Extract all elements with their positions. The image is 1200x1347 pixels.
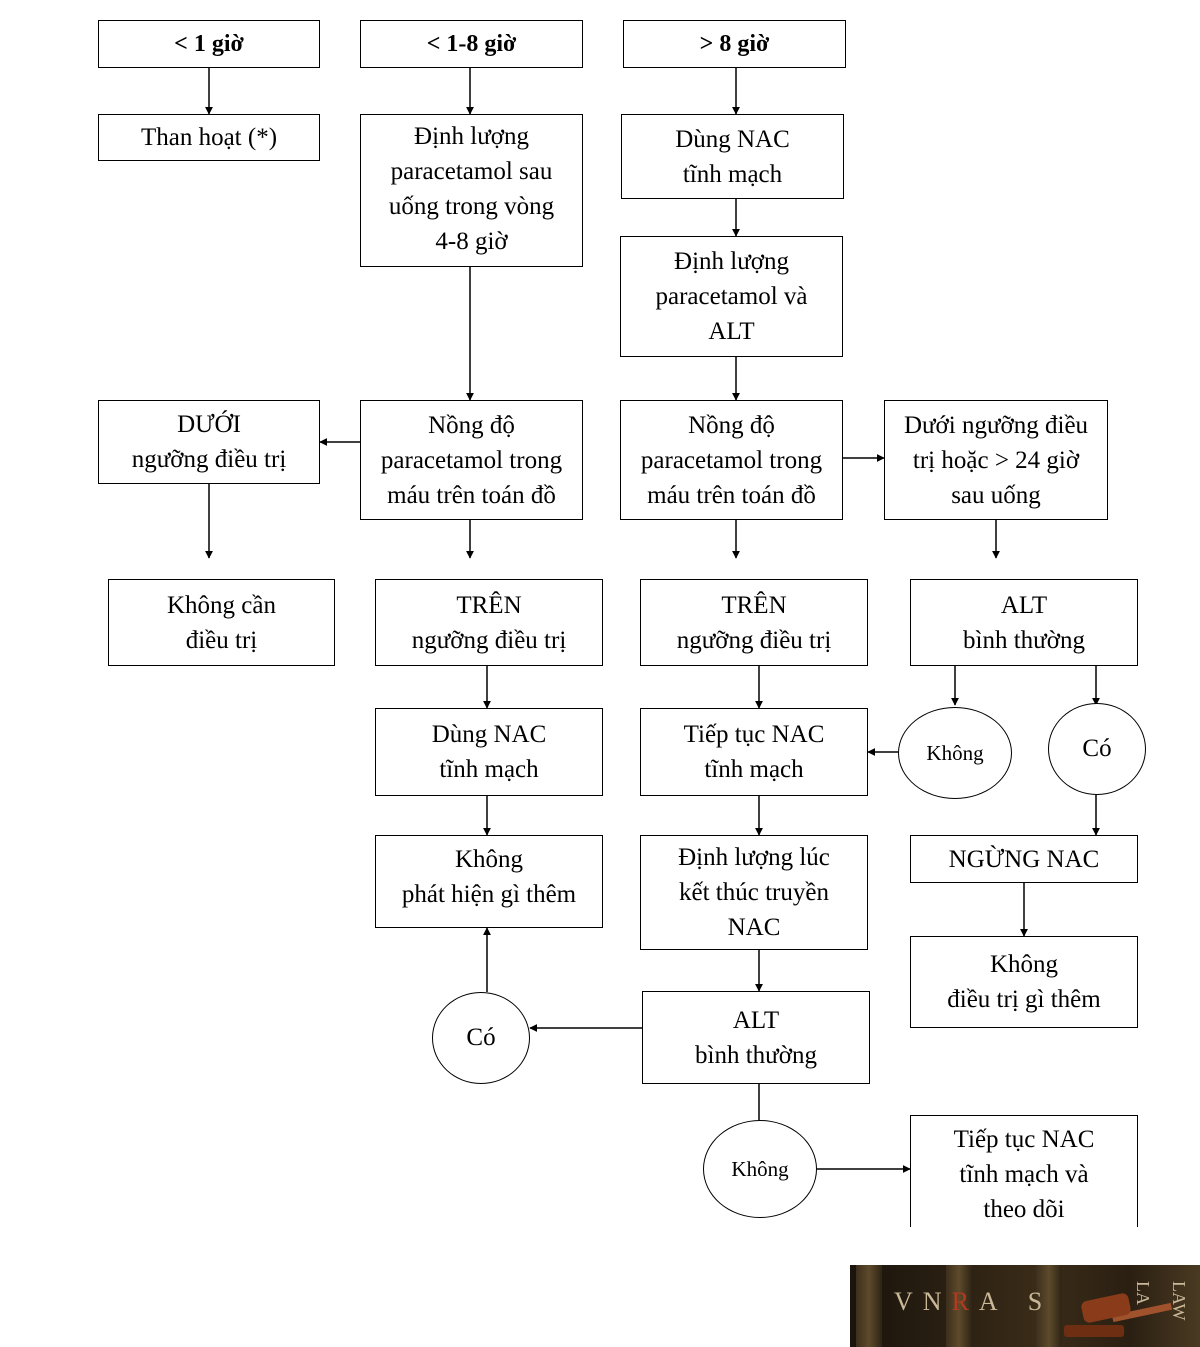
node-label-line: Dưới ngưỡng điều bbox=[903, 411, 1089, 439]
below-threshold-box: DƯỚI ngưỡng điều trị bbox=[98, 400, 320, 484]
no-further-treatment-box: Không điều trị gì thêm bbox=[910, 936, 1138, 1028]
node-label-line: ngưỡng điều trị bbox=[411, 626, 567, 654]
node-label-line: ngưỡng điều trị bbox=[676, 626, 832, 654]
blood-concentration-box-1: Nồng độ paracetamol trong máu trên toán đồ bbox=[360, 400, 583, 520]
node-label-line: ALT bbox=[708, 318, 755, 345]
node-label-line: sau uống bbox=[951, 481, 1041, 509]
node-label-line: trị hoặc > 24 giờ bbox=[912, 446, 1080, 474]
node-label-line: Định lượng bbox=[414, 123, 529, 150]
node-label-line: > 8 giờ bbox=[699, 30, 770, 57]
node-label-line: NGỪNG NAC bbox=[948, 845, 1100, 873]
node-label-line: paracetamol sau bbox=[390, 158, 553, 185]
node-label-line: ALT bbox=[1000, 591, 1048, 619]
node-label-line: tĩnh mạch bbox=[704, 756, 804, 783]
node-label-line: NAC bbox=[727, 914, 781, 941]
node-label-line: ALT bbox=[732, 1006, 780, 1034]
decision-yes-2: Có bbox=[432, 992, 530, 1084]
node-label-line: Than hoạt (*) bbox=[140, 124, 278, 151]
node-label-line: điều trị gì thêm bbox=[947, 986, 1101, 1013]
node-label-line: Nồng độ bbox=[428, 411, 515, 439]
node-label-line: uống trong vòng bbox=[388, 193, 555, 220]
above-threshold-box-2: TRÊN ngưỡng điều trị bbox=[640, 579, 868, 666]
node-label-line: paracetamol trong bbox=[380, 446, 563, 474]
header-over-8h: > 8 giờ bbox=[623, 20, 846, 68]
node-label-line: Định lượng bbox=[674, 248, 789, 275]
iv-nac-box-1: Dùng NAC tĩnh mạch bbox=[621, 114, 844, 199]
node-label-line: theo dõi bbox=[983, 1196, 1065, 1223]
header-1-8h: < 1-8 giờ bbox=[360, 20, 583, 68]
node-label-line: < 1 giờ bbox=[174, 30, 244, 57]
node-label-line: Không cần bbox=[167, 591, 276, 619]
activated-charcoal-box: Than hoạt (*) bbox=[98, 114, 320, 161]
decision-yes-1: Có bbox=[1048, 703, 1146, 795]
node-label-line: phát hiện gì thêm bbox=[401, 881, 577, 908]
alt-normal-box-2: ALT bình thường bbox=[642, 991, 870, 1084]
paracetamol-alt-assay-box: Định lượng paracetamol và ALT bbox=[620, 236, 843, 357]
node-label-line: máu trên toán đồ bbox=[387, 481, 556, 509]
node-label-line: Dùng NAC bbox=[431, 721, 547, 748]
node-label-line: Nồng độ bbox=[688, 411, 775, 439]
above-threshold-box-1: TRÊN ngưỡng điều trị bbox=[375, 579, 603, 666]
node-label-line: Định lượng lúc bbox=[678, 844, 830, 871]
node-label-line: Không bbox=[989, 951, 1059, 978]
node-label-line: Không bbox=[454, 846, 524, 873]
node-label-line: tĩnh mạch và bbox=[959, 1161, 1089, 1188]
no-treatment-needed-box: Không cần điều trị bbox=[108, 579, 335, 666]
node-label-line: điều trị bbox=[185, 626, 258, 654]
decision-no-1: Không bbox=[898, 707, 1012, 799]
node-label-line: DƯỚI bbox=[177, 411, 241, 438]
node-label-line: paracetamol và bbox=[655, 283, 808, 310]
node-label-line: TRÊN bbox=[721, 591, 787, 619]
node-label-line: máu trên toán đồ bbox=[647, 481, 816, 509]
continue-nac-monitor-box: Tiếp tục NAC tĩnh mạch và theo dõi bbox=[910, 1115, 1138, 1227]
header-under-1h: < 1 giờ bbox=[98, 20, 320, 68]
node-label-line: paracetamol trong bbox=[640, 446, 823, 474]
paracetamol-assay-4-8h-box: Định lượng paracetamol sau uống trong vòng… bbox=[360, 114, 583, 267]
node-label-line: kết thúc truyền bbox=[679, 879, 829, 906]
node-label-line: tĩnh mạch bbox=[682, 160, 783, 188]
decision-no-2: Không bbox=[703, 1120, 817, 1218]
continue-iv-nac-box: Tiếp tục NAC tĩnh mạch bbox=[640, 708, 868, 796]
node-label-line: Tiếp tục NAC bbox=[683, 721, 825, 748]
node-label-line: bình thường bbox=[695, 1041, 817, 1069]
below-threshold-24h-box: Dưới ngưỡng điều trị hoặc > 24 giờ sau uốn… bbox=[884, 400, 1108, 520]
nothing-further-found-box: Không phát hiện gì thêm bbox=[375, 835, 603, 928]
node-label-line: Dùng NAC bbox=[675, 125, 790, 153]
node-label-line: < 1-8 giờ bbox=[426, 30, 517, 57]
stop-nac-box: NGỪNG NAC bbox=[910, 835, 1138, 883]
alt-normal-box-1: ALT bình thường bbox=[910, 579, 1138, 666]
iv-nac-box-2: Dùng NAC tĩnh mạch bbox=[375, 708, 603, 796]
node-label-line: TRÊN bbox=[456, 591, 522, 619]
node-label-line: tĩnh mạch bbox=[439, 756, 539, 783]
blood-concentration-box-2: Nồng độ paracetamol trong máu trên toán đồ bbox=[620, 400, 843, 520]
node-label-line: bình thường bbox=[963, 626, 1085, 654]
node-label-line: ngưỡng điều trị bbox=[131, 446, 287, 473]
node-label-line: 4-8 giờ bbox=[435, 228, 508, 255]
node-label-line: Tiếp tục NAC bbox=[953, 1126, 1095, 1153]
